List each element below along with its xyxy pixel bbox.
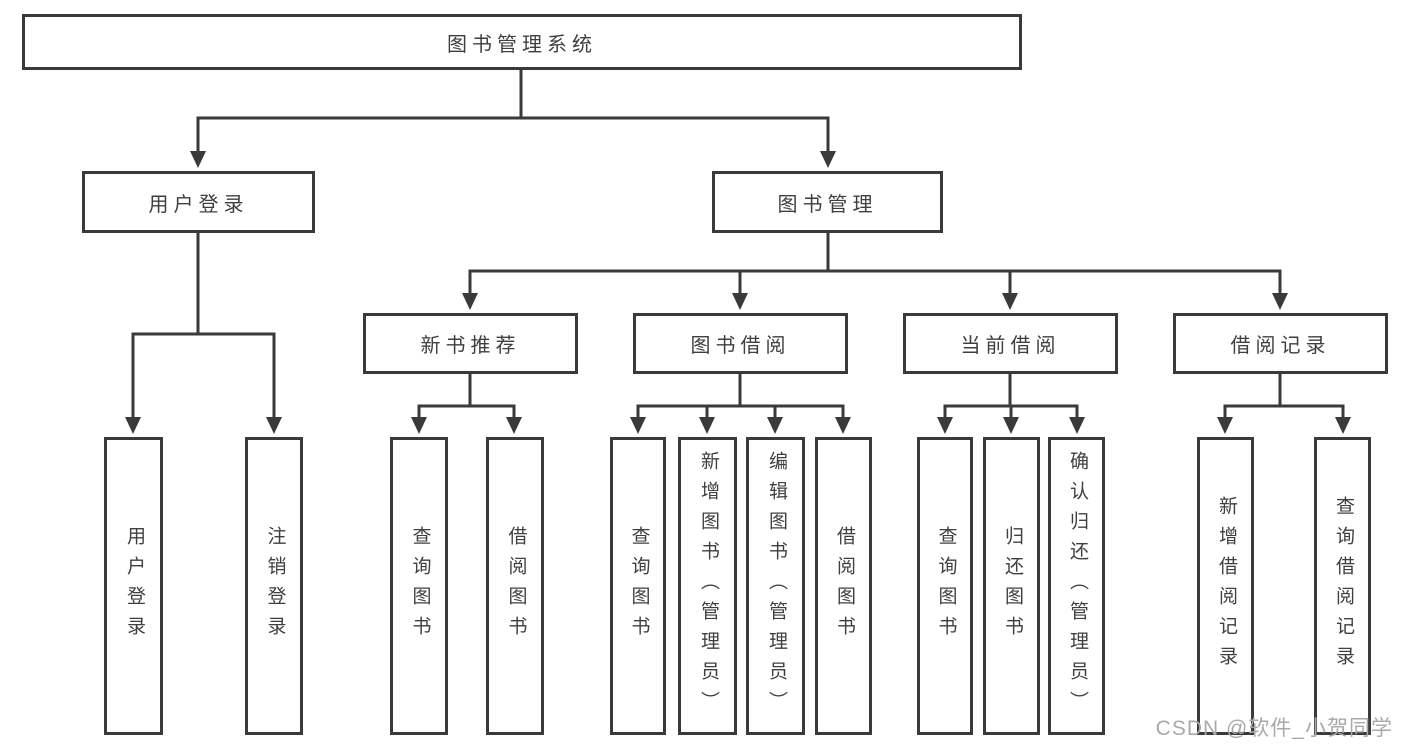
leaf-borrow-query-book: 查询图书 [610, 437, 666, 735]
arrow-down-icon [1003, 417, 1019, 434]
connector-root-split [196, 116, 830, 154]
node-library-management-system: 图书管理系统 [22, 14, 1022, 70]
arrow-down-icon [937, 417, 953, 434]
node-new-book-recommend: 新书推荐 [363, 313, 578, 374]
leaf-current-return-book: 归还图书 [983, 437, 1040, 735]
node-label: 借阅记录 [1230, 335, 1331, 357]
leaf-borrow-edit-book-admin: 编辑图书（管理员） [746, 437, 805, 735]
connector-strokes [131, 70, 1345, 420]
node-book-borrow: 图书借阅 [633, 313, 848, 374]
arrow-down-icon [125, 417, 141, 434]
node-label: 查询图书 [935, 526, 957, 646]
node-label: 注销登录 [264, 526, 286, 646]
arrow-down-icon [462, 293, 478, 310]
node-current-borrow: 当前借阅 [903, 313, 1118, 374]
node-label: 查询图书 [628, 526, 650, 646]
arrowheads [125, 151, 1351, 434]
arrow-down-icon [699, 417, 715, 434]
connector-book-borrow-split [636, 404, 845, 420]
node-label: 归还图书 [1001, 526, 1023, 646]
arrow-down-icon [835, 417, 851, 434]
arrow-down-icon [820, 151, 836, 168]
arrow-down-icon [411, 417, 427, 434]
node-label: 新书推荐 [420, 335, 521, 357]
node-label: 用户登录 [148, 193, 249, 216]
leaf-newbook-borrow-book: 借阅图书 [486, 437, 544, 735]
node-book-management: 图书管理 [712, 171, 943, 233]
csdn-watermark: CSDN @软件_小贺同学 [1155, 717, 1393, 740]
connector-borrow-records-split [1223, 404, 1345, 420]
node-label: 图书管理系统 [447, 33, 597, 56]
leaf-borrow-borrow-book: 借阅图书 [815, 437, 872, 735]
node-user-login: 用户登录 [82, 171, 315, 233]
arrow-down-icon [630, 417, 646, 434]
node-label: 当前借阅 [960, 335, 1061, 357]
node-label: 新增借阅记录 [1215, 496, 1237, 676]
node-label: 查询图书 [409, 526, 431, 646]
arrow-down-icon [1002, 293, 1018, 310]
arrow-down-icon [506, 417, 522, 434]
leaf-borrow-add-book-admin: 新增图书（管理员） [678, 437, 737, 735]
leaf-records-add-record: 新增借阅记录 [1197, 437, 1254, 735]
arrow-down-icon [732, 293, 748, 310]
leaf-current-query-book: 查询图书 [917, 437, 973, 735]
leaf-records-query-record: 查询借阅记录 [1314, 437, 1371, 735]
leaf-logout-login: 注销登录 [245, 437, 303, 735]
connector-user-login-split [131, 332, 276, 420]
leaf-current-confirm-return-admin: 确认归还（管理员） [1048, 437, 1105, 735]
node-label: 图书借阅 [690, 335, 791, 357]
arrow-down-icon [1272, 293, 1288, 310]
arrow-down-icon [190, 151, 206, 168]
arrow-down-icon [1069, 417, 1085, 434]
arrow-down-icon [1335, 417, 1351, 434]
arrow-down-icon [767, 417, 783, 434]
node-label: 图书管理 [777, 193, 878, 216]
node-label: 编辑图书（管理员） [765, 451, 787, 721]
node-label: 借阅图书 [833, 526, 855, 646]
leaf-newbook-query-book: 查询图书 [390, 437, 448, 735]
arrow-down-icon [1217, 417, 1233, 434]
node-label: 确认归还（管理员） [1066, 451, 1088, 721]
connector-new-book-split [417, 404, 516, 420]
connector-book-mgmt-split [468, 269, 1282, 296]
node-label: 用户登录 [123, 526, 145, 646]
arrow-down-icon [266, 417, 282, 434]
node-label: 借阅图书 [505, 526, 527, 646]
node-label: 查询借阅记录 [1332, 496, 1354, 676]
leaf-user-login: 用户登录 [104, 437, 163, 735]
node-label: 新增图书（管理员） [697, 451, 719, 721]
node-borrow-records: 借阅记录 [1173, 313, 1388, 374]
